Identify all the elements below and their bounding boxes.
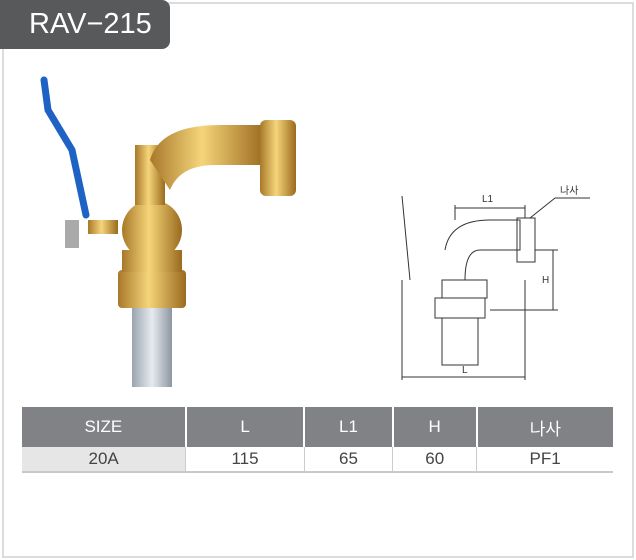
dimension-l1-label: L1 [482, 194, 494, 205]
header-size: SIZE [22, 407, 186, 447]
spec-table: SIZE L L1 H 나사 20A 115 65 60 PF1 [22, 407, 613, 473]
table-header-row: SIZE L L1 H 나사 [22, 407, 613, 447]
cell-h: 60 [392, 447, 477, 473]
dimension-l-label: L [462, 365, 468, 376]
product-title: RAV−215 [0, 0, 170, 49]
dimension-h-label: H [542, 275, 549, 286]
cell-l: 115 [185, 447, 305, 473]
cell-size: 20A [22, 447, 186, 473]
header-l: L [184, 407, 305, 447]
header-h: H [391, 407, 477, 447]
dimension-diagram: L1 H L 나사 [401, 185, 590, 380]
cell-l1: 65 [303, 447, 393, 473]
header-l1: L1 [303, 407, 393, 447]
cell-thread: PF1 [476, 447, 613, 473]
thread-label: 나사 [560, 185, 578, 197]
product-photo [40, 76, 296, 387]
header-thread: 나사 [475, 407, 613, 447]
table-row: 20A 115 65 60 PF1 [22, 447, 613, 473]
